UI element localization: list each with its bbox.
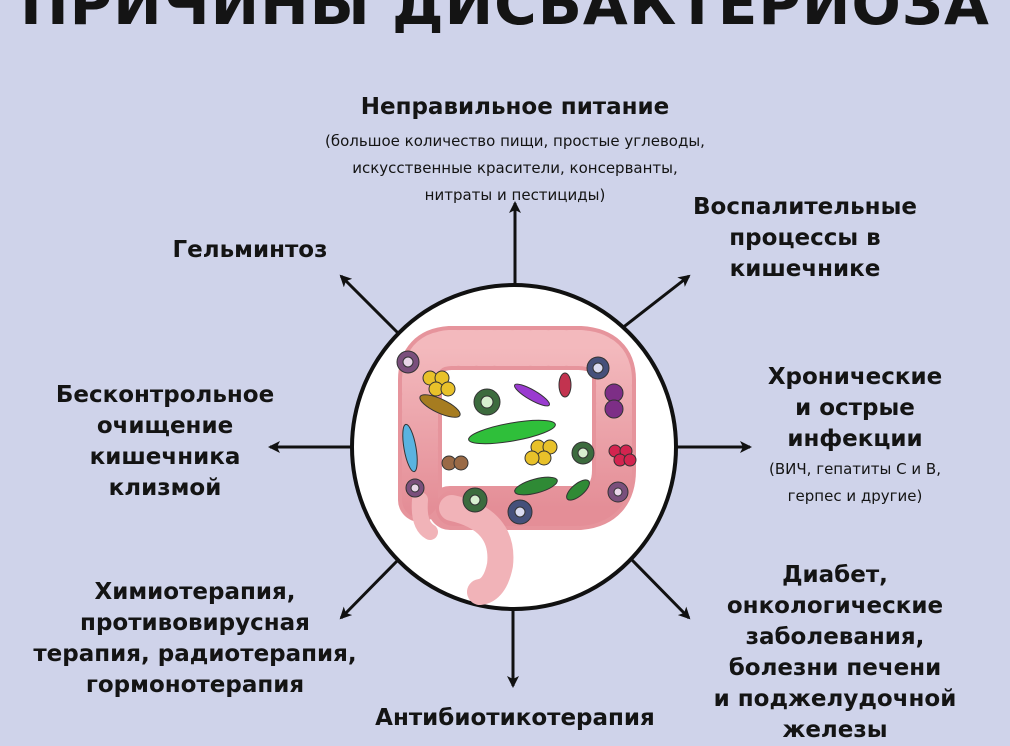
spore-cluster-icon [441, 383, 637, 471]
cause-nutrition-title: Неправильное питание [360, 94, 670, 120]
cause-chemotherapy: Химиотерапия, противовирусная терапия, р… [33, 579, 357, 698]
cause-nutrition-details: (большое количество пищи, простые углево… [325, 132, 705, 204]
cause-helminthiasis: Гельминтоз [172, 237, 328, 263]
microbes [396, 350, 637, 525]
bacteria-icon [402, 372, 590, 501]
cause-cleansing: Бесконтрольное очищение кишечника клизмо… [55, 382, 275, 501]
arrow-down-right [630, 558, 691, 620]
arrow-down-left [339, 558, 400, 620]
arrow-up-right [611, 274, 691, 338]
virus-icon [396, 350, 629, 525]
cause-antibiotics: Антибиотикотерапия [375, 705, 655, 731]
cause-infections: Хронические и острые инфекции [767, 364, 943, 452]
cause-inflammation: Воспалительные процессы в кишечнике [693, 194, 917, 282]
arrow-up-left [339, 274, 400, 335]
page-title: ПРИЧИНЫ ДИСБАКТЕРИОЗА [20, 0, 990, 38]
cause-infections-details: (ВИЧ, гепатиты С и В, герпес и другие) [769, 460, 941, 505]
intestine-illustration [398, 326, 636, 605]
cocci-cluster-icon [422, 370, 558, 466]
cause-diabetes: Диабет, онкологические заболевания, боле… [713, 562, 957, 743]
